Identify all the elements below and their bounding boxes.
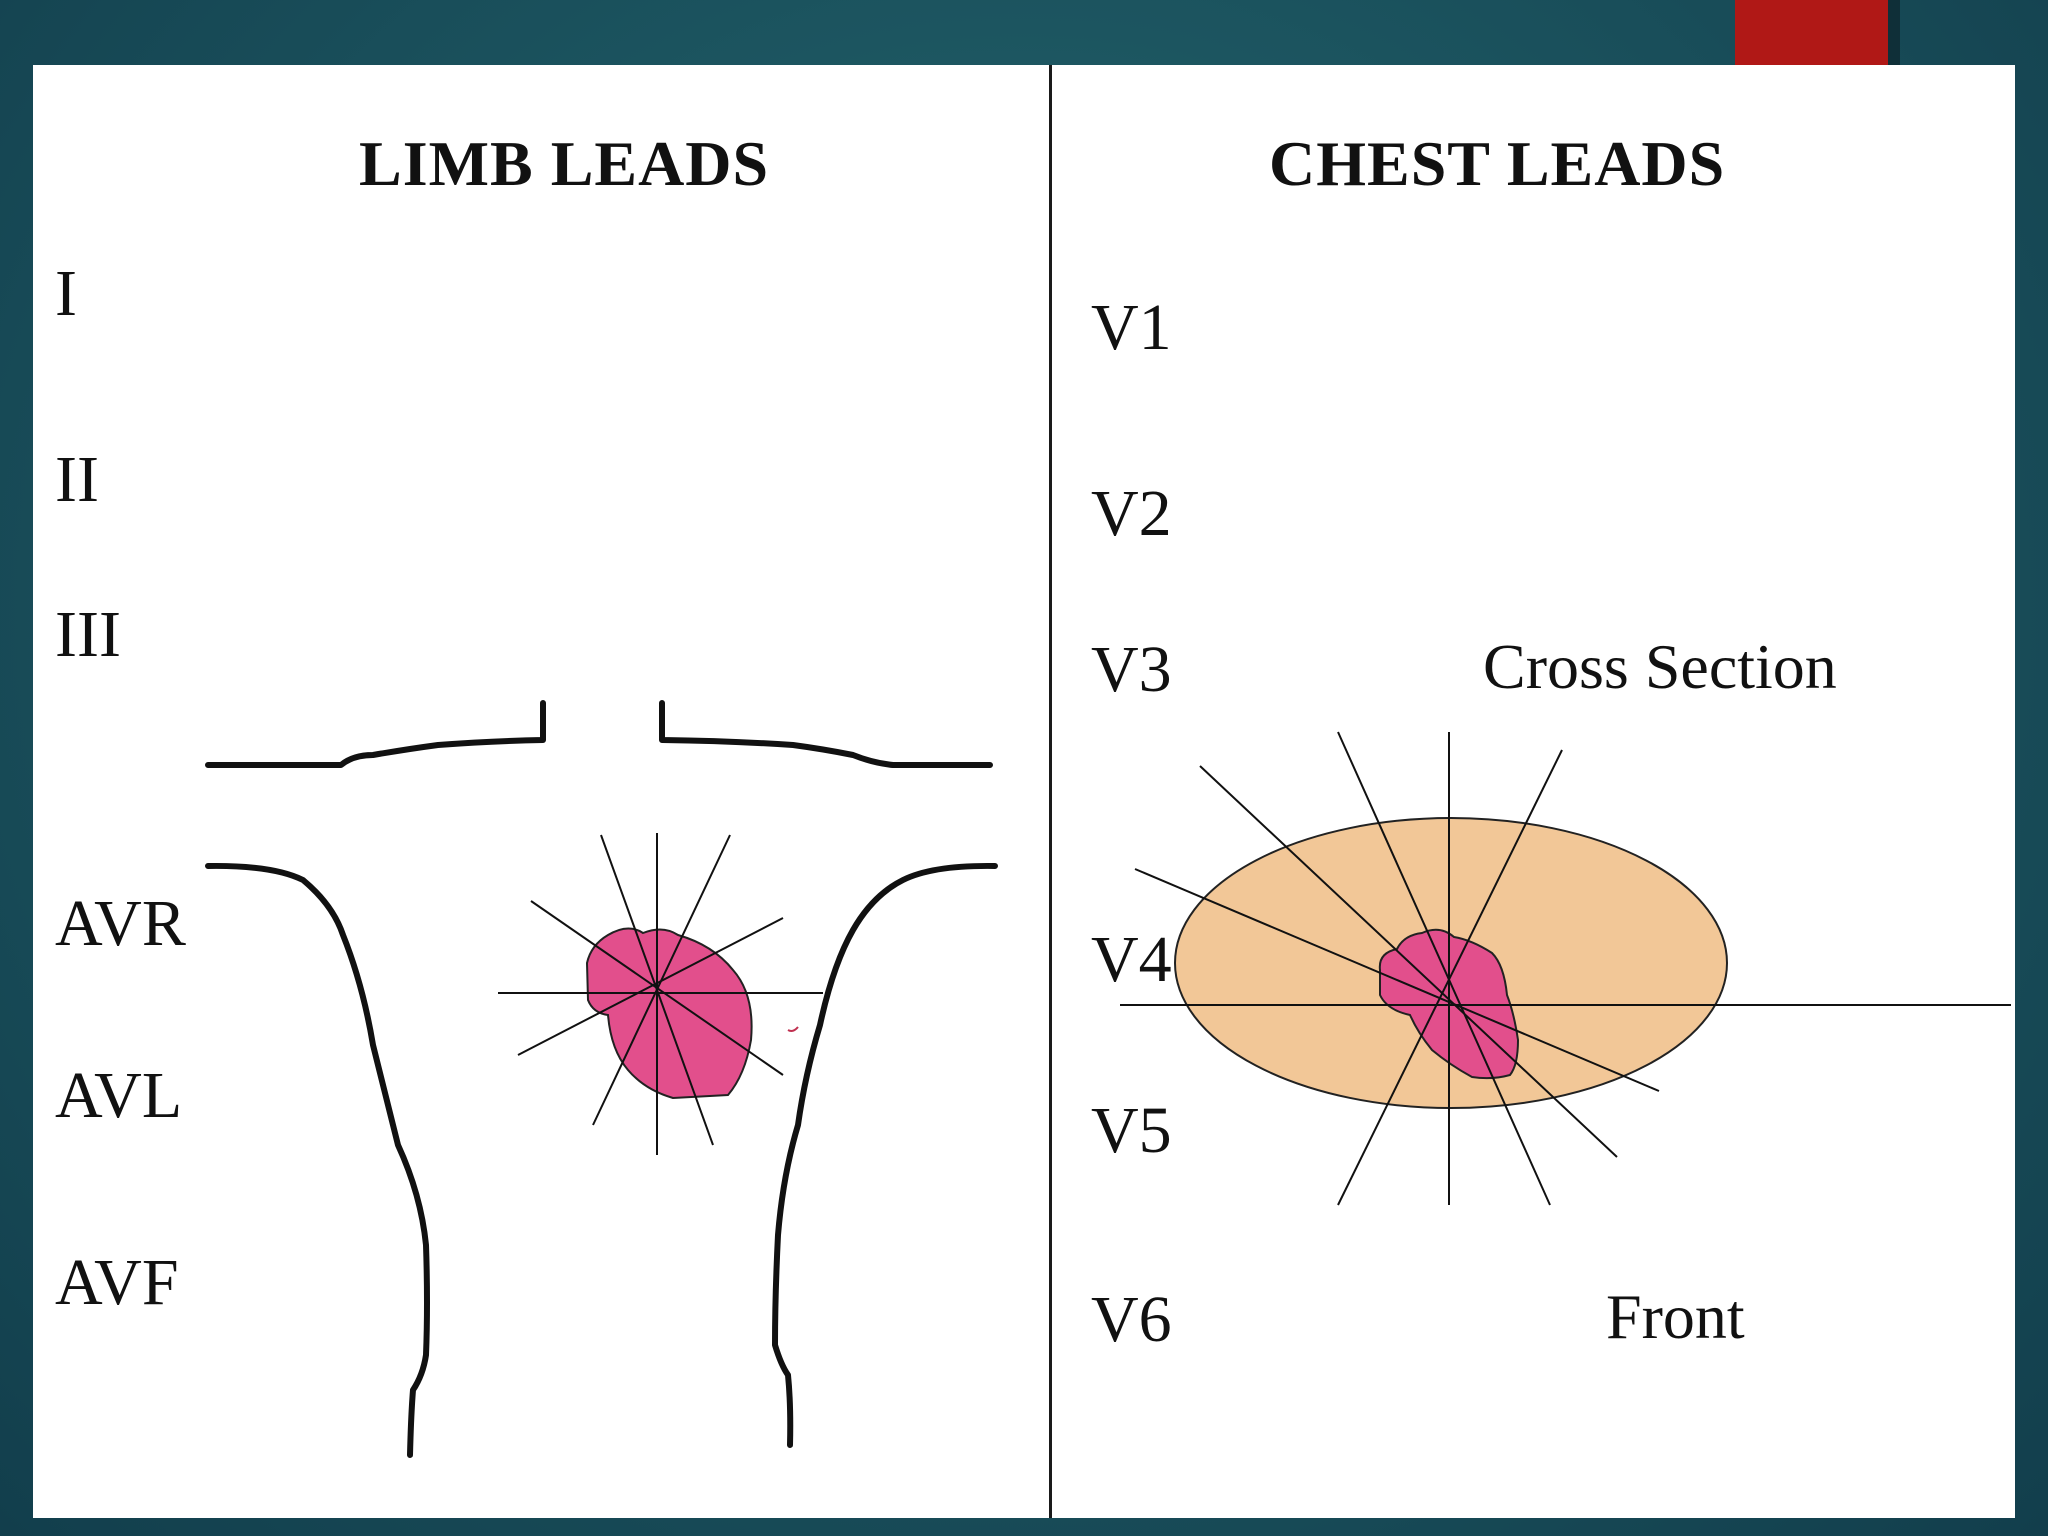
lead-label-v2: V2: [1091, 477, 1172, 550]
right-torso-side: [772, 862, 998, 1448]
lead-label-i: I: [55, 257, 77, 330]
slide: LIMB LEADS I II III AVR AVL AVF: [33, 65, 2015, 1518]
small-marks: [787, 1026, 799, 1032]
lead-label-v1: V1: [1091, 291, 1172, 364]
lead-label-v4: V4: [1091, 923, 1172, 996]
front-label: Front: [1606, 1281, 1745, 1352]
lead-label-iii: III: [55, 598, 121, 671]
right-shoulder-line: [659, 700, 993, 768]
limb-leads-title: LIMB LEADS: [359, 128, 770, 199]
heart-frontal: [585, 927, 753, 1100]
lead-label-ii: II: [55, 443, 99, 516]
ray-diagonal-1: [1199, 765, 1618, 1158]
lead-label-v5: V5: [1091, 1094, 1172, 1167]
lead-label-avf: AVF: [55, 1246, 179, 1319]
chest-leads-title: CHEST LEADS: [1269, 128, 1726, 199]
chest-lead-ray-lines: [1120, 731, 2010, 1206]
left-torso-side: [205, 862, 430, 1458]
limb-lead-axes: [498, 833, 823, 1155]
lead-label-v6: V6: [1091, 1283, 1172, 1356]
chest-rays-group: [1120, 731, 2010, 1206]
cross-section-label: Cross Section: [1483, 631, 1837, 702]
ray-steep-2: [1337, 749, 1563, 1206]
lead-label-avl: AVL: [55, 1059, 183, 1132]
torso-outline: [205, 700, 998, 1458]
lead-axis-diagonal-4: [517, 917, 784, 1056]
accent-bar-shadow: [1888, 0, 1900, 66]
torso-frontal-diagram: [205, 700, 998, 1458]
ray-shallow-1: [1134, 868, 1660, 1092]
ray-steep-1: [1337, 731, 1551, 1206]
column-divider: [1049, 65, 1052, 1518]
left-shoulder-line: [205, 700, 546, 768]
lead-label-v3: V3: [1091, 633, 1172, 706]
small-mark: [787, 1026, 799, 1032]
accent-bar: [1735, 0, 1888, 66]
lead-label-avr: AVR: [55, 887, 186, 960]
lead-axis-diagonal-3: [530, 900, 784, 1076]
